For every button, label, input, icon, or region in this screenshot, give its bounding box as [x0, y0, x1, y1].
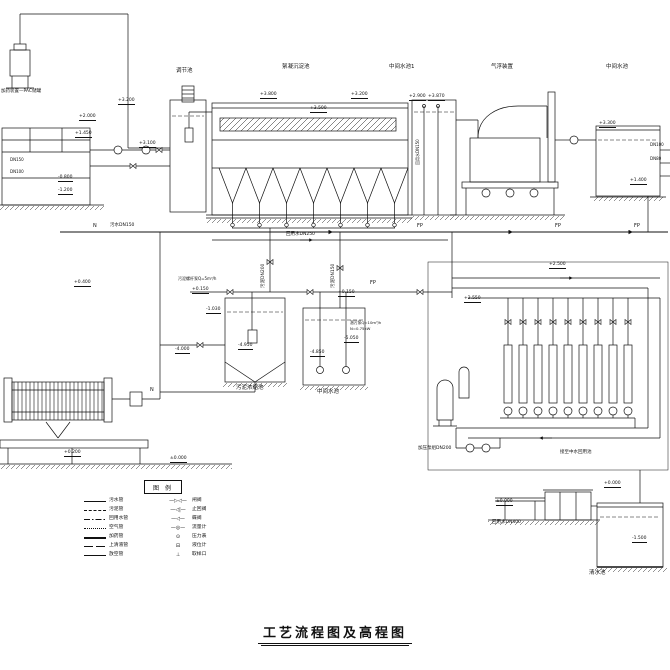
flotation-unit [450, 91, 596, 220]
legend-item: ⊟ 液位计 [167, 542, 242, 551]
legend-symbol-icon: —◁|— [170, 507, 186, 513]
legend-linestyle-icon [84, 519, 106, 520]
legend-item-label: 闸阀 [192, 498, 202, 504]
legend-item: 污泥管 [84, 506, 159, 515]
legend-item-label: 空气管 [109, 525, 124, 531]
legend-symbol-icon: ⊙ [175, 534, 181, 540]
legend-item: 回用水管 [84, 515, 159, 524]
legend-item-label: 放空管 [109, 552, 124, 558]
legend-item: —▷◁— 闸阀 [167, 497, 242, 506]
legend-item-label: 止回阀 [192, 507, 207, 513]
legend-symbol-icon: —◎— [170, 525, 186, 531]
legend-linestyle-icon [84, 555, 106, 556]
legend-linestyle-icon [84, 528, 106, 529]
legend-item: 上清液管 [84, 542, 159, 551]
legend-item: ⊙ 压力表 [167, 533, 242, 542]
left-tank [0, 127, 170, 210]
legend-item-label: 加药管 [109, 534, 124, 540]
intermediate-tank-right [590, 125, 670, 232]
legend-symbol-icon: —▷◁— [169, 498, 187, 504]
legend: 图 例 污水管污泥管回用水管空气管加药管上清液管放空管 —▷◁— 闸阀 —◁|— 止回… [84, 480, 242, 560]
legend-column-symbols: —▷◁— 闸阀 —◁|— 止回阀 —◁— 蝶阀 —◎— 流量计 ⊙ 压力表 ⊟ 液位计 ⊥ 取样口 [167, 497, 242, 560]
main-pipelines [60, 228, 668, 399]
legend-item-label: 蝶阀 [192, 516, 202, 522]
clean-water-tank [488, 489, 667, 572]
legend-item-label: 回用水管 [109, 516, 129, 522]
legend-item-label: 上清液管 [109, 543, 129, 549]
drawing-title: 工艺流程图及高程图 [257, 622, 413, 646]
legend-item-label: 污泥管 [109, 507, 124, 513]
legend-item-label: 污水管 [109, 498, 124, 504]
legend-item: 空气管 [84, 524, 159, 533]
legend-linestyle-icon [84, 536, 106, 539]
sludge-thickener-complex [160, 289, 452, 393]
dosing-unit [6, 13, 170, 149]
legend-symbol-icon: ⊥ [175, 552, 181, 558]
legend-linestyle-icon [84, 546, 106, 547]
legend-symbol-icon: —◁— [171, 516, 185, 522]
regulating-tank [169, 85, 212, 213]
legend-item: —◎— 流量计 [167, 524, 242, 533]
intermediate-tank-1 [410, 99, 479, 220]
legend-title: 图 例 [144, 480, 182, 494]
legend-linestyle-icon [84, 501, 106, 502]
legend-item: —◁|— 止回阀 [167, 506, 242, 515]
legend-linestyle-icon [84, 510, 106, 511]
legend-item-label: 流量计 [192, 525, 207, 531]
legend-item: 放空管 [84, 551, 159, 560]
sedimentation-tank [206, 102, 412, 229]
legend-item-label: 取样口 [192, 552, 207, 558]
legend-item: ⊥ 取样口 [167, 551, 242, 560]
legend-item: 加药管 [84, 533, 159, 542]
filter-press [0, 377, 232, 469]
legend-column-lines: 污水管污泥管回用水管空气管加药管上清液管放空管 [84, 497, 159, 560]
filtration-bank [427, 261, 669, 503]
legend-symbol-icon: ⊟ [175, 543, 181, 549]
legend-item: —◁— 蝶阀 [167, 515, 242, 524]
legend-item-label: 液位计 [192, 543, 207, 549]
legend-item-label: 压力表 [192, 534, 207, 540]
legend-item: 污水管 [84, 497, 159, 506]
